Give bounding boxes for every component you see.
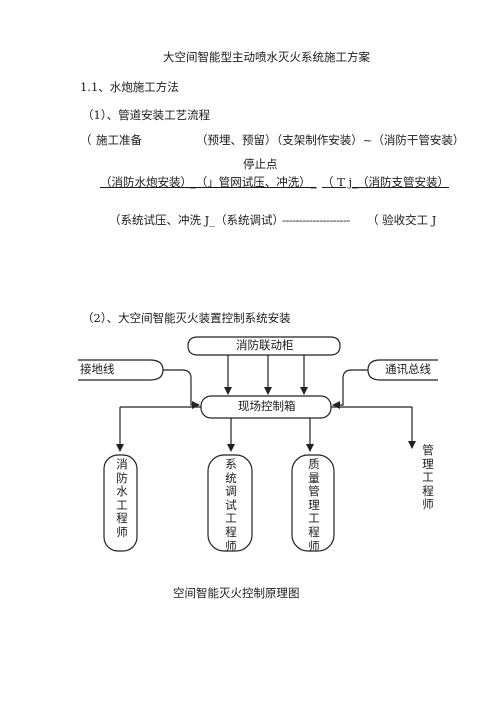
flow-step-acceptance: （ 验收交工 J — [367, 213, 437, 227]
flow-open-bracket: （ — [80, 133, 92, 147]
left-box-label: 接地线 — [80, 362, 115, 376]
right-box-label: 通讯总线 — [385, 362, 431, 376]
flow-step-system-test: （系统试压、冲洗 J_（系统调试） — [109, 213, 285, 227]
flow-step-tj: （ T j_ — [322, 175, 358, 189]
top-box-outline — [187, 336, 341, 356]
flow-stop-point: 停止点 — [243, 157, 278, 171]
subsection-pipe-flow: （1）、管道安装工艺流程 — [82, 108, 211, 122]
flow-dashes: -------------------- — [282, 213, 350, 227]
flow-step-prepare: 施工准备 — [96, 133, 142, 147]
node-box-3 — [291, 454, 335, 552]
flow-steps-line1: （预埋、预留）（支架制作安装）~（消防干管安装） — [196, 133, 465, 147]
flow-step-cannon-install: （消防水炮安装） — [100, 175, 192, 189]
node-label-3: 质量管理工程师 — [308, 457, 320, 553]
doc-title: 大空间智能型主动喷水灭火系统施工方案 — [163, 50, 370, 64]
diagram-caption: 空间智能灭火控制原理图 — [173, 586, 300, 600]
node-label-4: 管理工程师 — [422, 443, 434, 512]
node-box-2 — [207, 454, 253, 552]
flow-step-branch-pipe: （消防支管安装） — [357, 175, 449, 189]
node-box-1 — [103, 454, 138, 552]
subsection-control-system: （2）、大空间智能灭火装置控制系统安装 — [82, 311, 291, 325]
center-box-label: 现场控制箱 — [238, 399, 296, 413]
section-heading: 1.1、水炮施工方法 — [80, 80, 179, 94]
flow-step-pressure-test: _（」管网试压、冲洗）_ — [190, 175, 317, 189]
node-label-1: 消防水工程师 — [116, 457, 128, 539]
node-label-2: 系统调试工程师 — [225, 457, 237, 553]
top-box-label: 消防联动柜 — [236, 338, 294, 352]
